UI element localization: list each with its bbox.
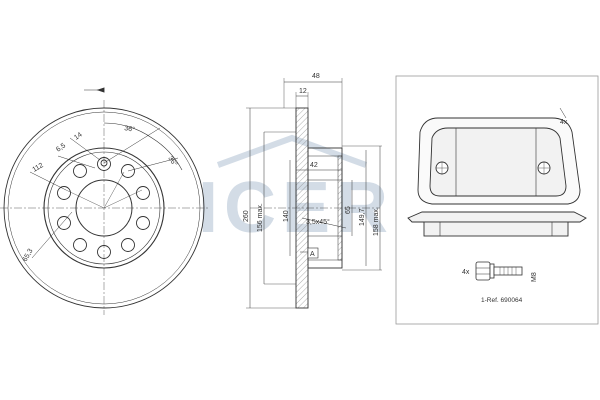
caliper-bolt-drawing	[475, 261, 523, 281]
bolt-hole	[57, 216, 71, 230]
bolt-head	[475, 261, 491, 281]
watermark-roof	[216, 134, 368, 168]
dim-center-bore: 65,3	[22, 248, 35, 263]
pad-edge-view	[407, 211, 587, 223]
dim-angle-side: 36°	[166, 155, 179, 168]
disc-front-view	[0, 87, 208, 315]
bolt-hole	[73, 164, 87, 178]
dim-diameter-1497: 149,7	[359, 208, 366, 226]
dim-hole-diameter: 14	[73, 131, 83, 141]
bolt-thread-size: M8	[531, 272, 538, 282]
reference-number: 1-Ref. 690064	[481, 297, 523, 304]
dim-hat-depth: 42	[310, 162, 318, 169]
brake-pad-drawing	[407, 107, 587, 237]
dim-outer-diameter: 260	[243, 210, 250, 222]
dim-small-hole: 6,5	[55, 142, 67, 153]
dim-hub-65: 65	[345, 206, 352, 214]
dim-chamfer: 3,5x45°	[306, 218, 330, 226]
bolt-hole	[121, 164, 135, 178]
pads-panel-frame	[395, 75, 599, 325]
bolt-hole	[136, 186, 150, 200]
dim-diameter-158max: 158 max.	[373, 207, 380, 236]
dim-disc-thickness: 12	[299, 88, 307, 95]
dim-diameter-140: 140	[283, 210, 290, 222]
datum-label: A	[310, 251, 315, 258]
bolt-hole	[57, 186, 71, 200]
disc-side-labels: 48 12 42 260 156 max. 140 3,5x45° 65 149…	[243, 73, 380, 258]
dim-pcd: 112	[32, 162, 45, 174]
bolt-quantity: 4x	[462, 269, 470, 276]
datum-box	[307, 247, 319, 259]
bolt-hole	[73, 238, 87, 252]
dim-overall-width: 48	[312, 73, 320, 80]
bolt-hole	[121, 238, 135, 252]
dim-angle-top: 36°	[124, 124, 136, 134]
dim-friction-max: 156 max.	[257, 203, 264, 232]
pad-quantity: 4x	[560, 119, 568, 126]
bolt-hole	[136, 216, 150, 230]
bolt-flange	[489, 263, 495, 279]
pad-edge-friction	[423, 221, 569, 237]
pad-friction-material	[429, 127, 567, 197]
disc-side-view	[246, 78, 382, 309]
